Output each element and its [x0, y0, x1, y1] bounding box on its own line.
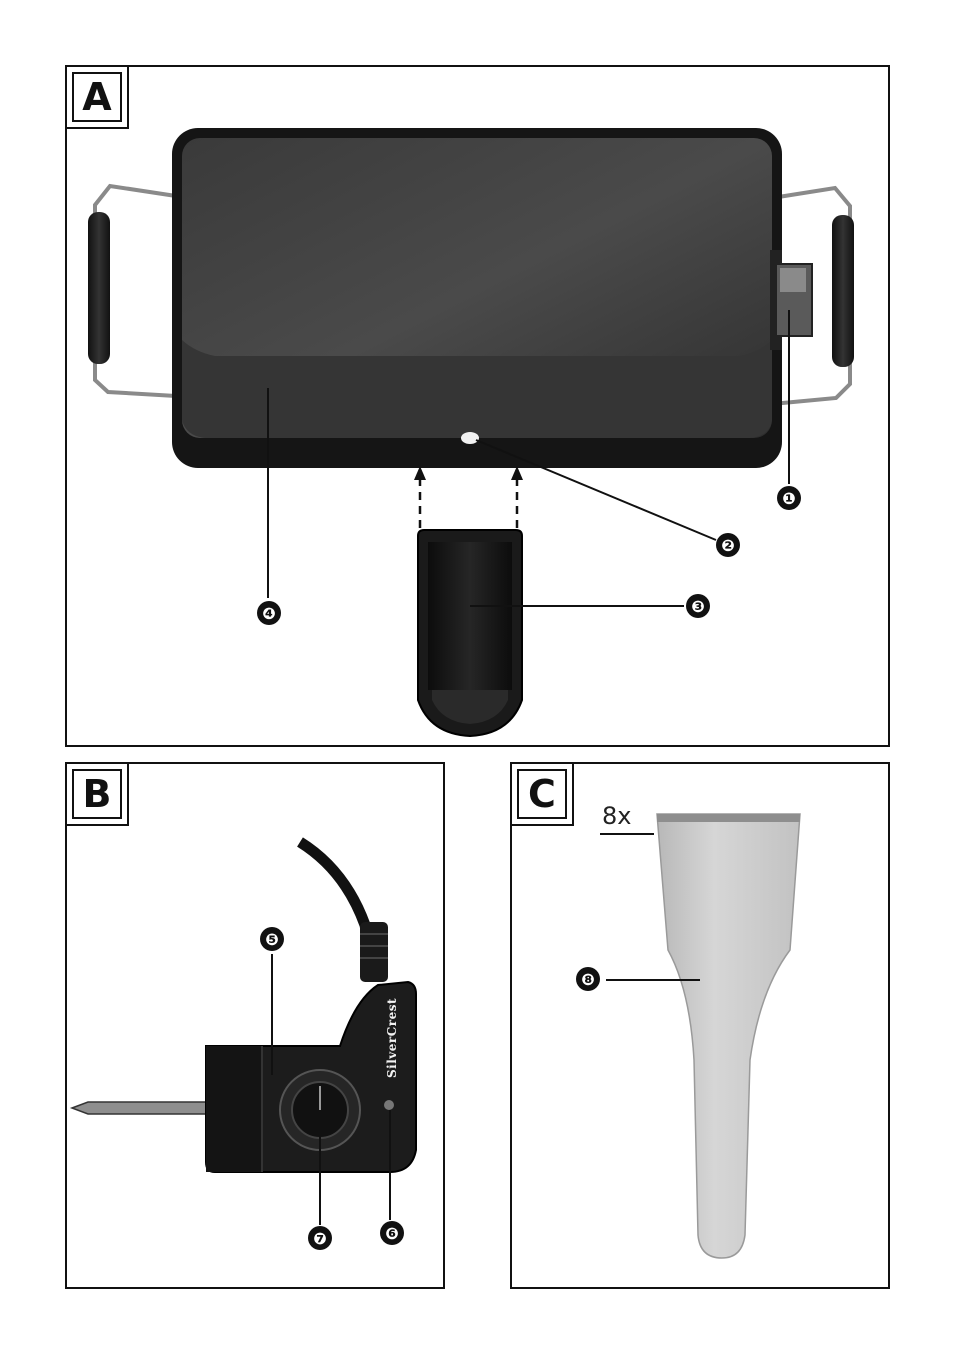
silvercrest-logo: SilverCrest: [385, 983, 401, 1093]
drip-tray: [418, 530, 522, 736]
figure-c-panel: [510, 762, 890, 1289]
figure-c-label: C: [517, 769, 567, 819]
griddle-plate: [172, 128, 782, 468]
figure-a-label: A: [72, 72, 122, 122]
figure-a-drawing: [0, 0, 954, 760]
callout-6: ❻: [380, 1221, 404, 1245]
callout-4: ❹: [257, 601, 281, 625]
figure-b-label: B: [72, 769, 122, 819]
figure-a-tab: A: [65, 65, 129, 129]
callout-1: ❶: [777, 486, 801, 510]
left-handle: [88, 186, 176, 396]
callout-7: ❼: [308, 1226, 332, 1250]
insertion-arrows: [414, 466, 523, 528]
callout-5: ❺: [260, 927, 284, 951]
callout-8: ❽: [576, 967, 600, 991]
callout-2: ❷: [716, 533, 740, 557]
figure-c-tab: C: [510, 762, 574, 826]
spatula-quantity: 8x: [602, 802, 631, 830]
thermostat-socket: [770, 250, 812, 350]
drain-hole: [461, 432, 479, 444]
figure-b-tab: B: [65, 762, 129, 826]
callout-3: ❸: [686, 594, 710, 618]
